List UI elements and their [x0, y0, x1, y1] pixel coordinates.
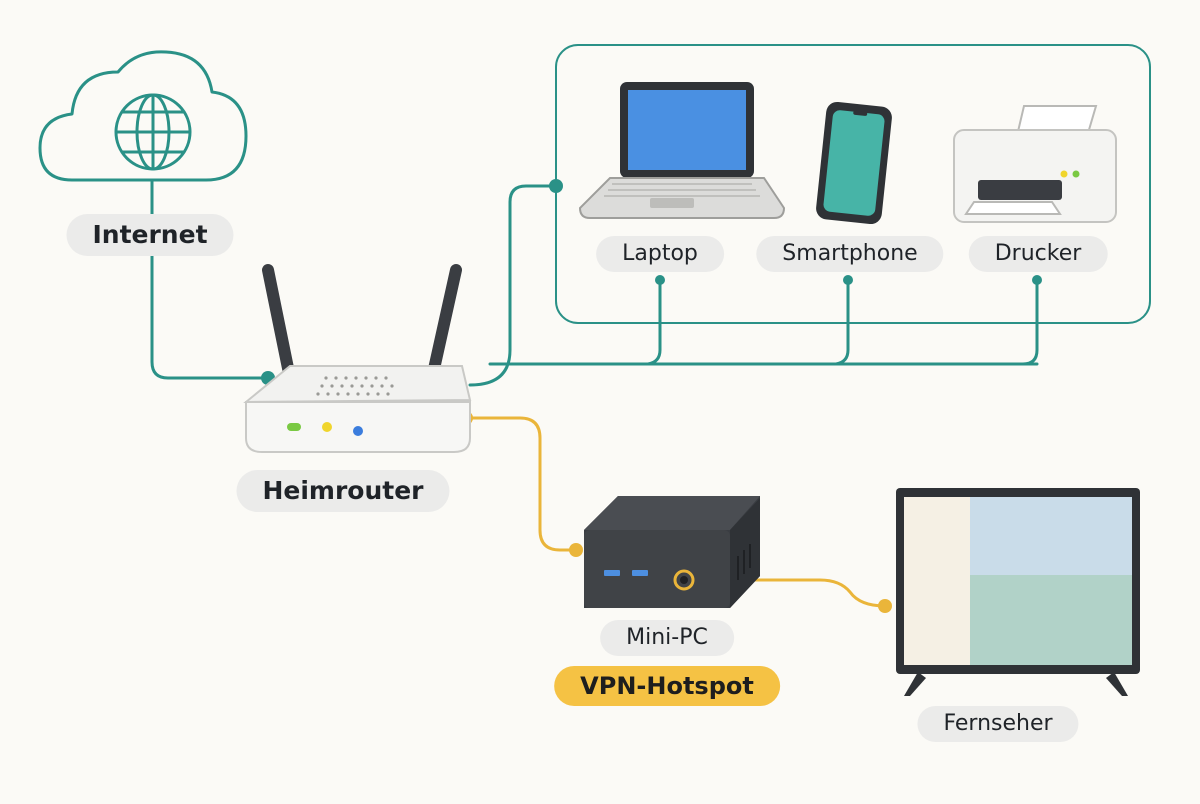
laptop-drop-link	[646, 278, 662, 366]
vpn-hotspot-badge: VPN-Hotspot	[554, 666, 780, 706]
smartphone-label: Smartphone	[756, 236, 944, 272]
minipc-label: Mini-PC	[600, 620, 734, 656]
printer-icon	[953, 105, 1117, 223]
wifi-router-icon	[243, 264, 472, 453]
router-devices-link	[468, 184, 558, 387]
mini-pc-icon	[584, 496, 760, 608]
minipc-tv-link	[742, 578, 887, 608]
router-label: Heimrouter	[236, 470, 450, 512]
internet-router-link	[150, 178, 270, 380]
router-minipc-link	[464, 416, 578, 552]
internet-label: Internet	[66, 214, 234, 256]
local-devices-group	[555, 44, 1151, 324]
cloud-globe-icon	[38, 50, 248, 182]
printer-drop-link	[1021, 278, 1039, 366]
printer-label: Drucker	[968, 236, 1108, 272]
smartphone-icon	[816, 101, 892, 225]
laptop-label: Laptop	[596, 236, 724, 272]
laptop-icon	[578, 82, 786, 219]
tv-label: Fernseher	[917, 706, 1079, 742]
smartphone-drop-link	[834, 278, 850, 366]
tv-icon	[896, 488, 1140, 696]
